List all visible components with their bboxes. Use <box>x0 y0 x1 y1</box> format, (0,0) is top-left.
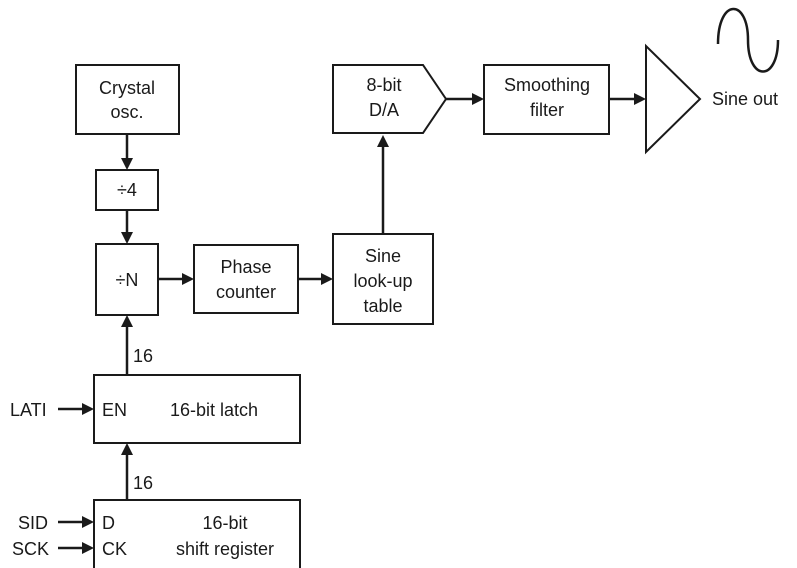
sck-label: SCK <box>12 539 49 559</box>
output-amplifier-triangle <box>645 43 702 155</box>
arrow-dac-to-filter <box>446 93 484 105</box>
sine-lut-label-line3: table <box>363 296 402 316</box>
dac-label-line2: D/A <box>369 100 399 120</box>
divide-by-4-block: ÷4 <box>95 169 159 211</box>
bus-latch-to-divn: 16 <box>121 315 153 375</box>
lati-input: LATI <box>10 400 94 420</box>
shift-register-ck-label: CK <box>102 539 127 559</box>
sine-lut-label-line1: Sine <box>365 246 401 266</box>
divide-by-4-label: ÷4 <box>117 180 137 200</box>
phase-counter-block: Phase counter <box>193 244 299 314</box>
bus-width-label-latch: 16 <box>133 346 153 366</box>
sid-label: SID <box>18 513 48 533</box>
arrow-filter-to-amplifier <box>609 93 646 105</box>
sck-input: SCK <box>12 539 94 559</box>
sid-input: SID <box>18 513 94 533</box>
bus-width-label-shift-register: 16 <box>133 473 153 493</box>
arrow-phase-counter-to-sine-lut <box>298 273 333 285</box>
crystal-osc-label-line1: Crystal <box>99 78 155 98</box>
arrow-crystal-to-div4 <box>121 134 133 170</box>
smoothing-filter-block: Smoothing filter <box>483 64 610 135</box>
shift-register-title-line1: 16-bit <box>202 513 247 533</box>
arrow-divn-to-phase-counter <box>158 273 194 285</box>
bus-shift-register-to-latch: 16 <box>121 443 153 500</box>
sine-wave-icon <box>716 7 780 73</box>
sine-out-label: Sine out <box>712 89 778 109</box>
lati-label: LATI <box>10 400 47 420</box>
smoothing-filter-label-line2: filter <box>530 100 564 120</box>
sine-lookup-table-block: Sine look-up table <box>332 233 434 325</box>
arrow-div4-to-divn <box>121 210 133 244</box>
divide-by-n-block: ÷N <box>95 243 159 316</box>
shift-register-block: D CK 16-bit shift register <box>93 499 301 568</box>
arrow-sine-lut-to-dac <box>377 135 389 234</box>
smoothing-filter-label-line1: Smoothing <box>504 75 590 95</box>
phase-counter-label-line2: counter <box>216 282 276 302</box>
shift-register-title-line2: shift register <box>176 539 274 559</box>
latch-en-label: EN <box>102 400 127 420</box>
divide-by-n-label: ÷N <box>116 270 139 290</box>
shift-register-d-label: D <box>102 513 115 533</box>
latch-block: EN 16-bit latch <box>93 374 301 444</box>
latch-title: 16-bit latch <box>170 400 258 420</box>
sine-lut-label-line2: look-up <box>353 271 412 291</box>
crystal-osc-label-line2: osc. <box>110 102 143 122</box>
dac-block: 8-bit D/A <box>332 64 448 134</box>
dac-label-line1: 8-bit <box>366 75 401 95</box>
phase-counter-label-line1: Phase <box>220 257 271 277</box>
crystal-osc-block: Crystal osc. <box>75 64 180 135</box>
